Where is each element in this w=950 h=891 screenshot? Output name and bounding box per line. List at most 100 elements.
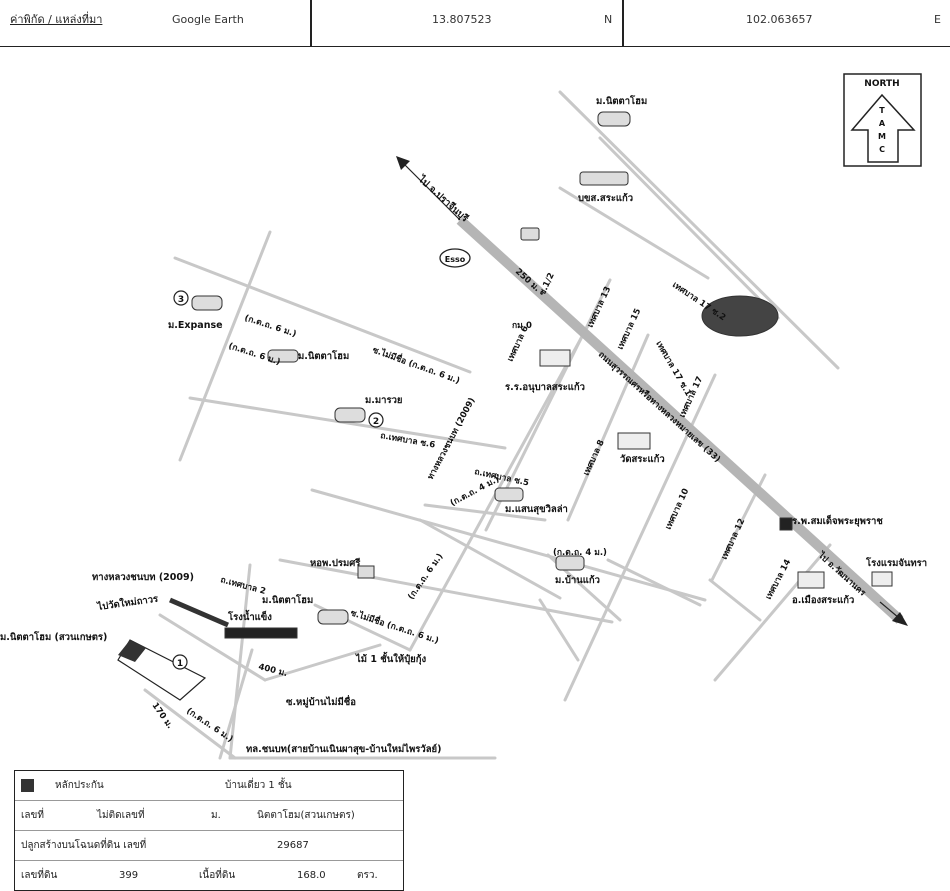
temple-icon: [617, 432, 651, 450]
address-key: เลขที่: [21, 810, 44, 821]
marker-1: 1: [177, 659, 183, 669]
compass-letter: M: [878, 132, 886, 141]
label-tesaban-2: ถ.เทศบาล 2: [219, 575, 267, 597]
label-mararuay: ม.มารวย: [365, 395, 402, 406]
label-170m: 170 ม.: [150, 701, 175, 731]
collateral-swatch: [21, 779, 34, 792]
label-250m: 250 ม.: [513, 267, 542, 294]
hospital-icon: [779, 517, 793, 531]
village-key: ม.: [211, 810, 221, 821]
label-main-road: ถนนสุวรรณศรหรือทางหลวงหมายเลข (33): [596, 349, 723, 465]
compass-letter: A: [879, 119, 886, 128]
label-kd6a: (ก.ต.ถ. 6 ม.): [243, 313, 297, 339]
property-info-table: หลักประกัน บ้านเดี่ยว 1 ชั้น เลขที่ ไม่ต…: [14, 770, 404, 891]
longitude-value: 102.063657: [746, 13, 813, 26]
village-value: นิตตาโฮม(สวนเกษตร): [257, 810, 355, 821]
coordinate-bar: ค่าพิกัด / แหล่งที่มา Google Earth 13.80…: [0, 0, 950, 47]
divider: [622, 0, 624, 46]
label-kd6b: (ก.ต.ถ. 6 ม.): [227, 341, 281, 367]
lake-icon: [701, 295, 779, 337]
label-nitta-mid: ม.นิตตาโฮม: [298, 350, 349, 362]
label-tesaban-6: เทศบาล 6: [506, 324, 531, 363]
label-banphaew: ม.บ้านแก้ว: [555, 574, 600, 586]
bus-station-icon: [579, 171, 629, 186]
info-row: หลักประกัน บ้านเดี่ยว 1 ชั้น: [15, 771, 403, 801]
label-school: ร.ร.อนุบาลสระแก้ว: [505, 381, 585, 393]
label-dorm: หอพ.ปรมศรี: [310, 557, 361, 569]
subject-marker-icon: [118, 640, 146, 662]
address-value: ไม่ติดเลขที่: [97, 810, 145, 821]
label-nitta-low: ม.นิตตาโฮม: [262, 594, 313, 606]
village-icon: [494, 487, 524, 502]
factory-icon: [224, 627, 298, 639]
label-ice: โรงน้ำแข็ง: [227, 609, 272, 623]
latitude-value: 13.807523: [432, 13, 492, 26]
label-amphoe: อ.เมืองสระแก้ว: [792, 594, 854, 606]
esso-label: Esso: [445, 255, 466, 264]
gas-station-icon: [439, 248, 471, 268]
marker-3: 3: [178, 295, 184, 305]
compass-word: NORTH: [864, 79, 899, 89]
shop-icon: [520, 227, 540, 241]
coordinate-label: ค่าพิกัด / แหล่งที่มา: [10, 13, 103, 26]
label-expanse: ม.Expanse: [168, 320, 223, 331]
label-market: ไม้ 1 ชั้นให้ปุ๋ยกุ้ง: [355, 651, 426, 665]
label-to-prachinburi: ไป จ.ปราจีนบุรี: [415, 173, 471, 225]
coordinate-source: Google Earth: [172, 13, 244, 26]
label-tesaban-13: เทศบาล 13: [586, 285, 614, 329]
compass-letter: T: [879, 106, 885, 115]
village-icon: [317, 609, 349, 625]
building-icon: [797, 571, 825, 589]
label-tl2009: ทางหลวงชนบท (2009): [92, 572, 194, 583]
label-nitta-top: ม.นิตตาโฮม: [596, 95, 647, 107]
label-soi-village: ซ.หมู่บ้านไม่มีชื่อ: [286, 694, 356, 709]
compass-letter: C: [879, 145, 885, 154]
marker-2: 2: [373, 417, 379, 427]
village-icon: [555, 555, 585, 571]
main-highway: [456, 216, 904, 624]
label-bks: บขส.สระแก้ว: [578, 192, 633, 204]
label-kd4b: (ก.ต.ถ. 4 ม.): [553, 548, 607, 558]
legend-label: หลักประกัน: [55, 780, 104, 791]
label-nitta-subject: ม.นิตตาโฮม (สวนเกษตร): [0, 631, 107, 643]
village-icon: [597, 111, 631, 127]
area-unit: ตรว.: [357, 870, 378, 881]
area-key: เนื้อที่ดิน: [199, 870, 236, 881]
area-value: 168.0: [297, 870, 326, 881]
label-tl-2009-vertical: ทางหลวงชนบท (2009): [426, 396, 478, 481]
label-rural-road: ทล.ชนบท(สายบ้านเนินผาสุข-บ้านใหม่ไพรวัลย…: [246, 743, 441, 755]
land-no-value: 399: [119, 870, 139, 881]
village-icon: [267, 349, 299, 363]
label-hotel: โรงแรมจันทรา: [865, 557, 927, 569]
label-tesaban-8: เทศบาล 8: [582, 438, 607, 477]
rural-road-segment: [169, 597, 229, 628]
hotel-icon: [871, 571, 893, 587]
landmark-icons: [191, 111, 893, 639]
deed-key: ปลูกสร้างบนโฉนดที่ดิน เลขที่: [21, 840, 147, 851]
divider: [310, 0, 312, 46]
info-row: เลขที่ ไม่ติดเลขที่ ม. นิตตาโฮม(สวนเกษตร…: [15, 801, 403, 831]
arrow-icon: [396, 156, 410, 170]
road-network: [143, 90, 840, 760]
land-no-key: เลขที่ดิน: [21, 870, 58, 881]
arrow-icon: [892, 612, 908, 626]
label-soi-noname-mid: ซ.ไม่มีชื่อ (ก.ต.ถ. 6 ม.): [349, 605, 441, 646]
label-to-watmai: ไปวัดใหม่ถาวร: [96, 592, 160, 613]
label-tesaban-15: เทศบาล 15: [616, 307, 644, 351]
school-icon: [539, 349, 571, 367]
label-tesaban-12: เทศบาล 12: [720, 517, 748, 561]
label-hospital: ร.พ.สมเด็จพระยุพราช: [792, 514, 883, 527]
location-map: NORTH T A M C Esso 3 2 1: [0, 73, 927, 760]
village-icon: [334, 407, 366, 423]
north-arrow-icon: NORTH T A M C: [843, 73, 922, 167]
label-km0: กม.0: [512, 321, 532, 331]
info-row: เลขที่ดิน 399 เนื้อที่ดิน 168.0 ตรว.: [15, 861, 403, 890]
highway-arrow-line: [399, 159, 461, 221]
label-sansuk: ม.แสนสุขวิลล่า: [505, 504, 568, 515]
building-icon: [357, 565, 375, 579]
label-tesaban-10: เทศบาล 10: [664, 487, 692, 531]
label-watsakaeo: วัดสระแก้ว: [620, 453, 665, 465]
village-icon: [191, 295, 223, 311]
label-kd4: (ก.ต.ถ. 4 ม.): [449, 474, 501, 508]
deed-value: 29687: [277, 840, 309, 851]
